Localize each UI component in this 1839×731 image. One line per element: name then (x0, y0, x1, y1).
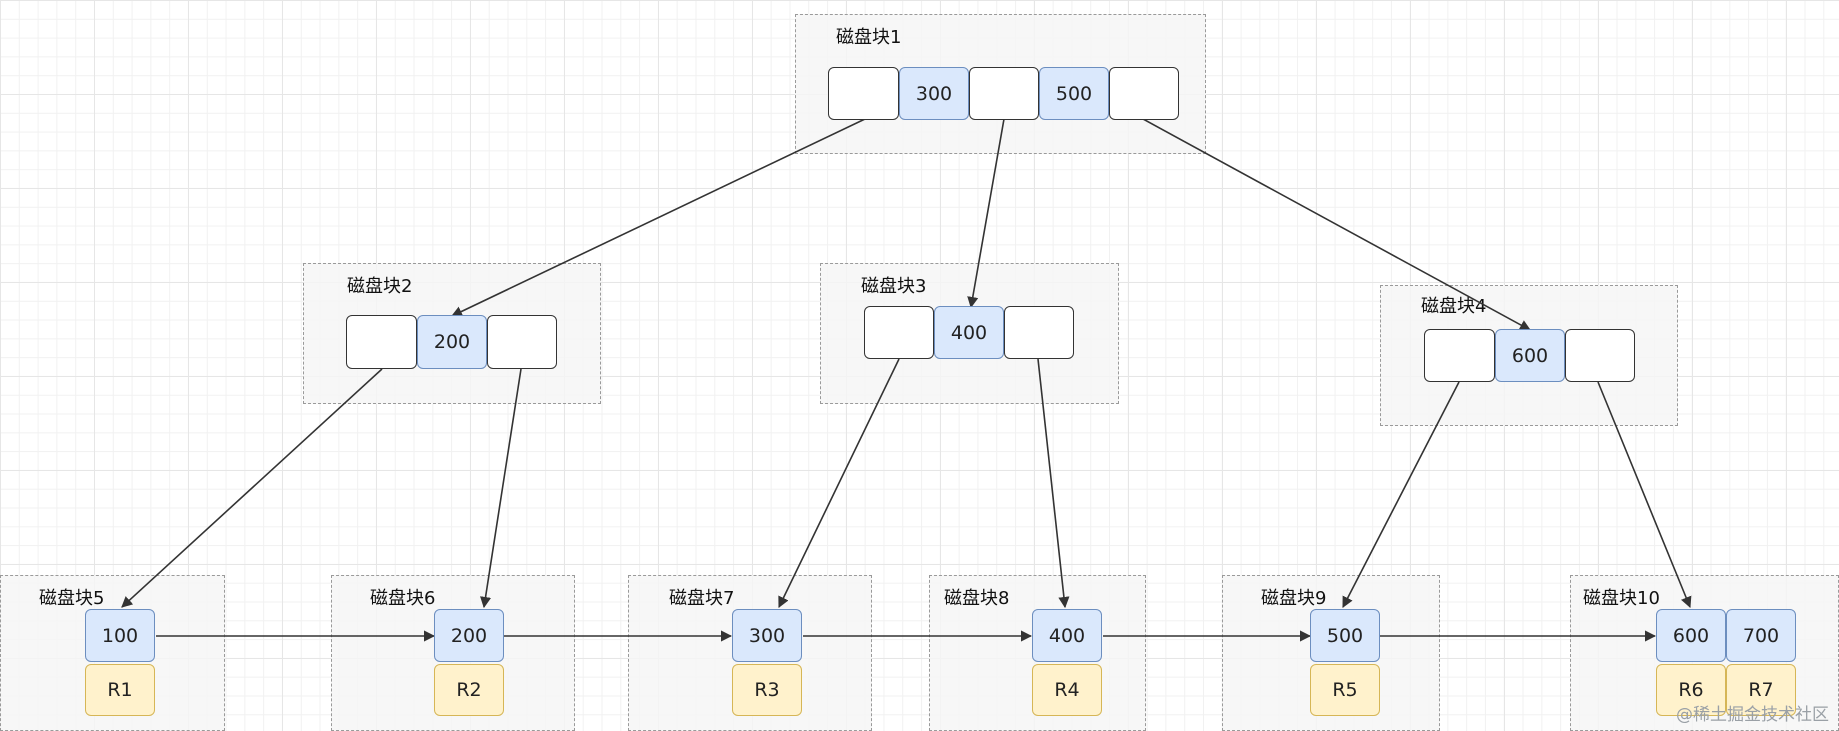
record-cell: R2 (434, 664, 504, 716)
pointer-cell (1109, 67, 1179, 120)
disk-block-label: 磁盘块1 (836, 27, 902, 48)
pointer-cell (1004, 306, 1074, 359)
key-cell: 300 (899, 67, 969, 120)
pointer-cell (1424, 329, 1495, 382)
pointer-cell (969, 67, 1039, 120)
leaf-key-cell: 700 (1726, 609, 1796, 662)
edge-block2-to-block6 (480, 368, 522, 609)
pointer-cell (346, 315, 417, 369)
disk-block-label: 磁盘块8 (944, 588, 1010, 609)
record-cell: R6 (1656, 664, 1726, 716)
disk-block-label: 磁盘块4 (1421, 296, 1487, 317)
record-cell: R3 (732, 664, 802, 716)
disk-block-label: 磁盘块2 (347, 276, 413, 297)
disk-block-label: 磁盘块5 (39, 588, 105, 609)
key-cell: 200 (417, 315, 487, 369)
pointer-cell (1565, 329, 1635, 382)
key-cell: 500 (1039, 67, 1109, 120)
record-cell: R7 (1726, 664, 1796, 716)
leaf-key-cell: 200 (434, 609, 504, 662)
leaf-key-cell: 300 (732, 609, 802, 662)
disk-block-label: 磁盘块10 (1583, 588, 1660, 609)
disk-block-label: 磁盘块6 (370, 588, 436, 609)
record-cell: R5 (1310, 664, 1380, 716)
key-cell: 600 (1495, 329, 1565, 382)
key-cell: 400 (934, 306, 1004, 359)
leaf-key-cell: 400 (1032, 609, 1102, 662)
disk-block-label: 磁盘块9 (1261, 588, 1327, 609)
record-cell: R1 (85, 664, 155, 716)
watermark: @稀土掘金技术社区 (1676, 705, 1829, 725)
pointer-cell (487, 315, 557, 369)
disk-block-label: 磁盘块7 (669, 588, 735, 609)
pointer-cell (864, 306, 934, 359)
record-cell: R4 (1032, 664, 1102, 716)
leaf-key-cell: 600 (1656, 609, 1726, 662)
edge-block2-to-block5 (121, 368, 383, 608)
disk-block-label: 磁盘块3 (861, 276, 927, 297)
leaf-key-cell: 100 (85, 609, 155, 662)
pointer-cell (828, 67, 899, 120)
leaf-key-cell: 500 (1310, 609, 1380, 662)
